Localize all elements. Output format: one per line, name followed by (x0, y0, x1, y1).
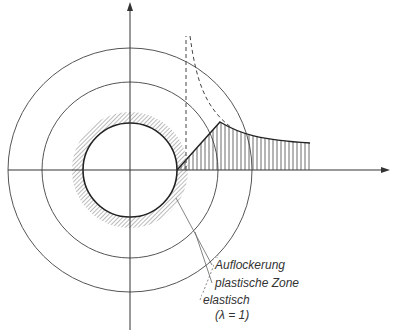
elastic-stress-dashed (186, 36, 187, 170)
zone-label: elastisch (202, 293, 251, 307)
elastic-stress-curve (190, 36, 232, 128)
stress-curve (177, 122, 310, 170)
vertical-axis (130, 6, 131, 330)
stress-hatching (177, 100, 312, 170)
leader-line (195, 232, 212, 283)
axis-arrowhead (381, 167, 390, 173)
zone-label: (λ = 1) (214, 308, 250, 322)
zone-label: Auflockerung (214, 258, 286, 272)
zone-label: plastische Zone (214, 276, 300, 290)
leader-line (176, 198, 212, 265)
axis-arrowhead (127, 2, 133, 11)
